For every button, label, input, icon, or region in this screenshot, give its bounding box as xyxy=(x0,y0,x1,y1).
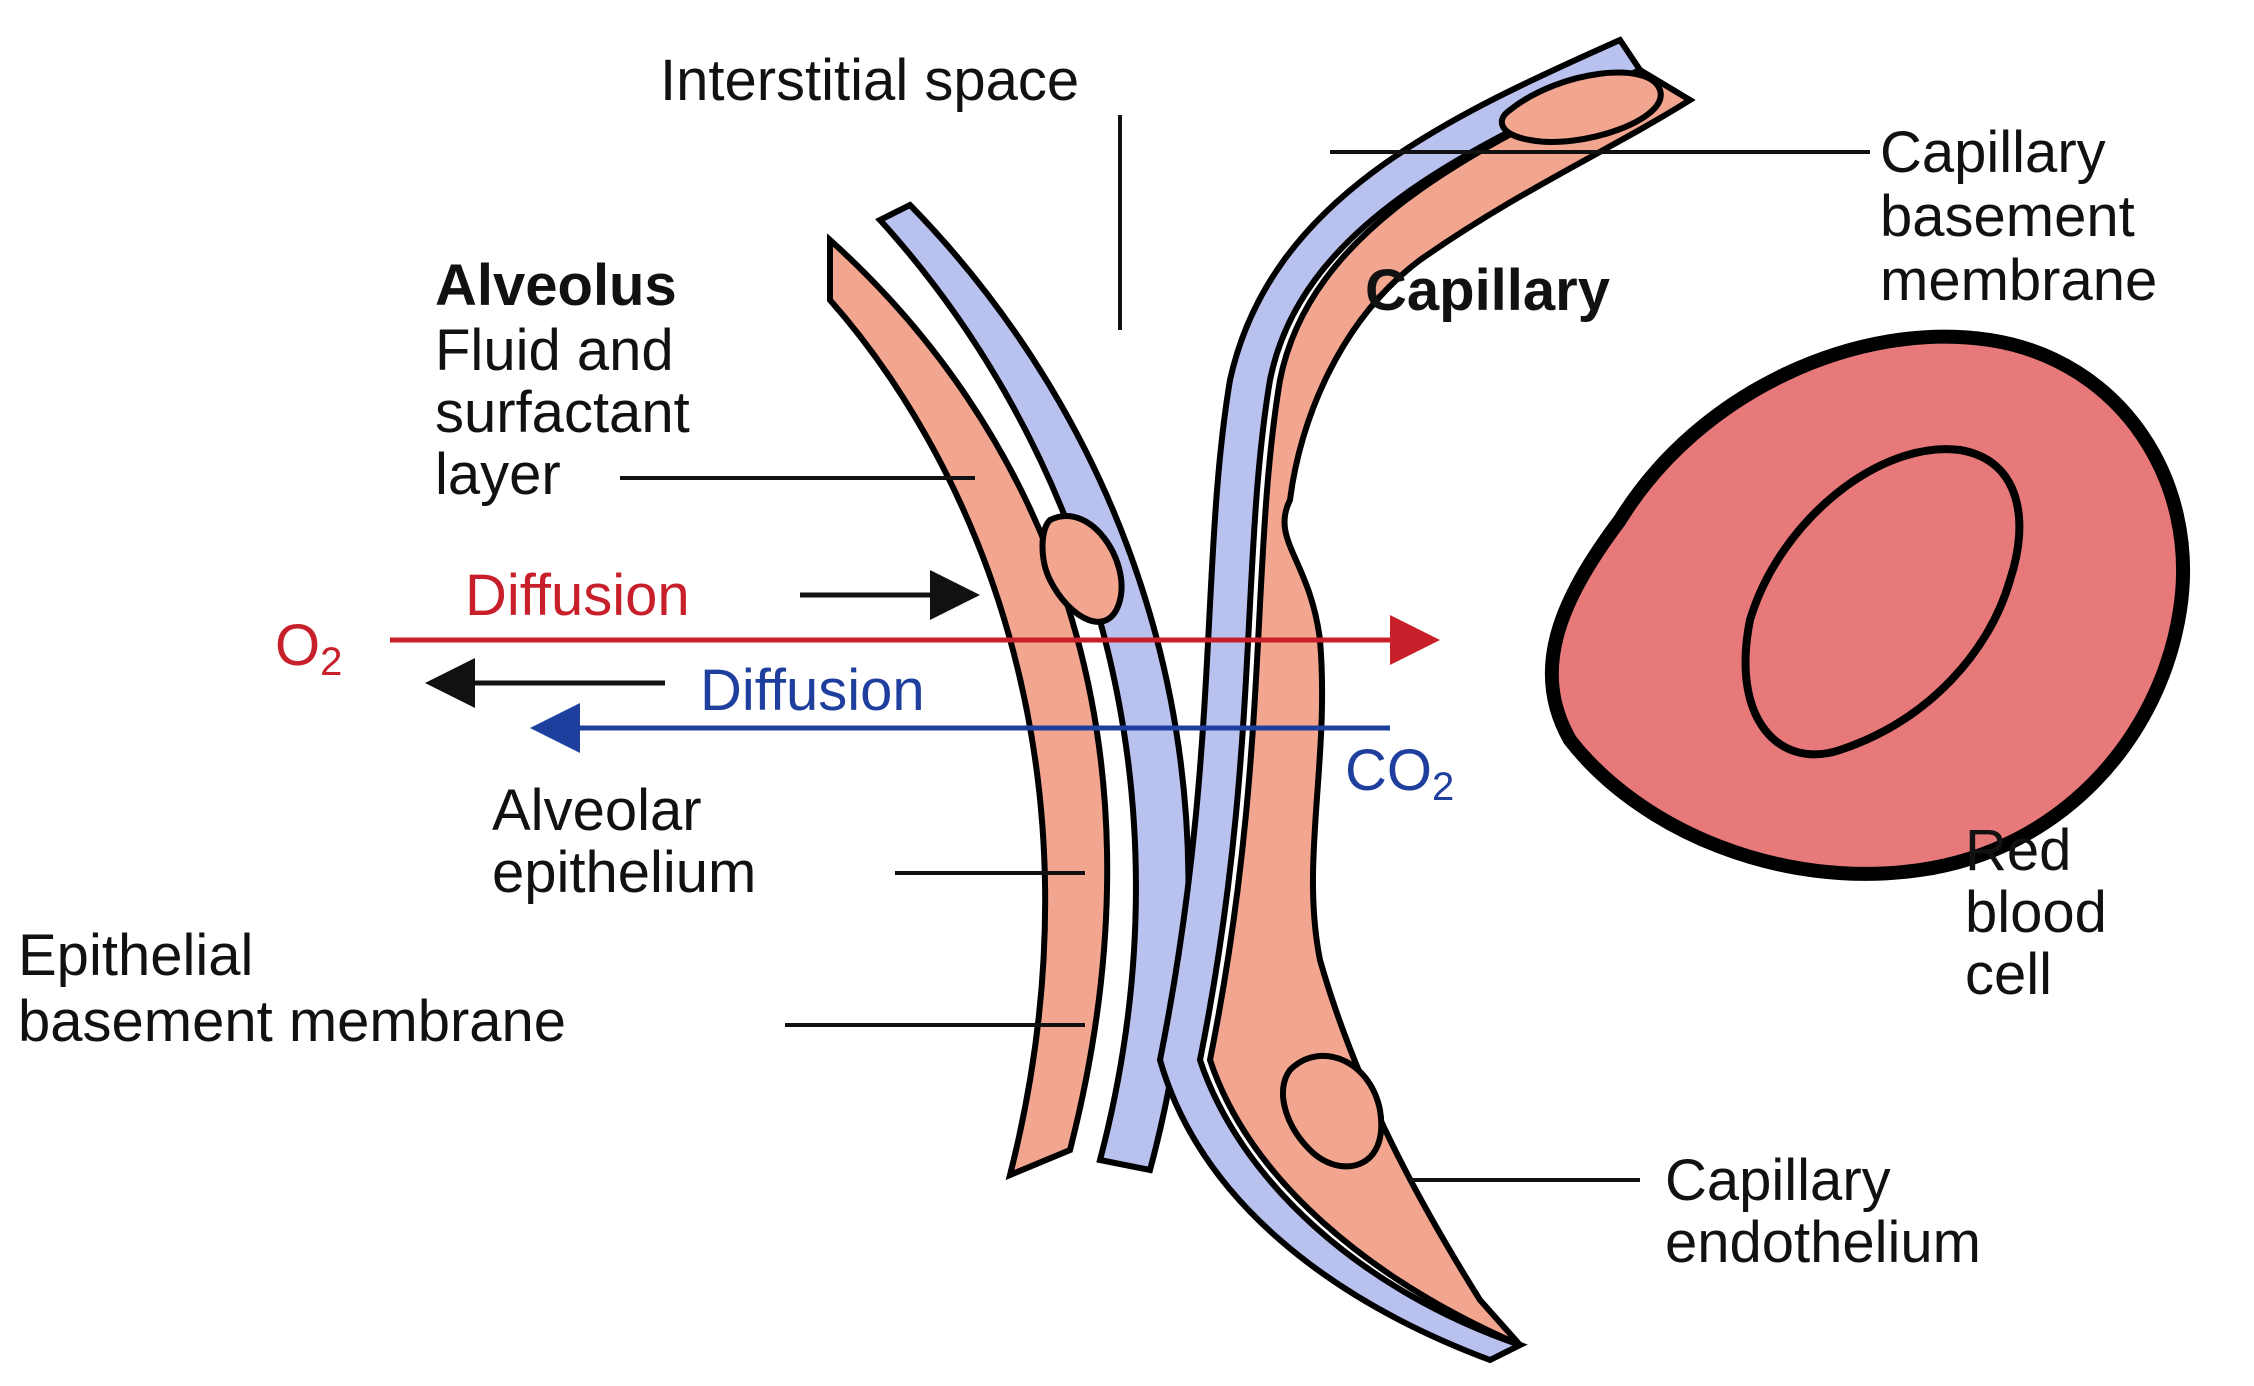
interstitial-space-label: Interstitial space xyxy=(660,48,1079,113)
capillary-basement-membrane-label: Capillary basement membrane xyxy=(1880,120,2157,313)
alveolar-epithelium-label: Alveolar epithelium xyxy=(492,778,756,905)
epithelial-basement-membrane-label: Epithelial basement membrane xyxy=(18,923,566,1054)
co2-label: CO2 xyxy=(1345,738,1454,809)
o2-label: O2 xyxy=(275,613,342,684)
co2-diffusion-label: Diffusion xyxy=(700,658,925,723)
red-blood-cell xyxy=(1552,337,2183,874)
o2-diffusion-label: Diffusion xyxy=(465,563,690,628)
alveolus-label: Alveolus xyxy=(435,253,677,318)
capillary-label: Capillary xyxy=(1365,258,1610,323)
red-blood-cell-label: Red blood cell xyxy=(1965,818,2123,1007)
capillary-endothelium-label: Capillary endothelium xyxy=(1665,1148,1981,1275)
red-blood-cell-body xyxy=(1552,337,2183,874)
